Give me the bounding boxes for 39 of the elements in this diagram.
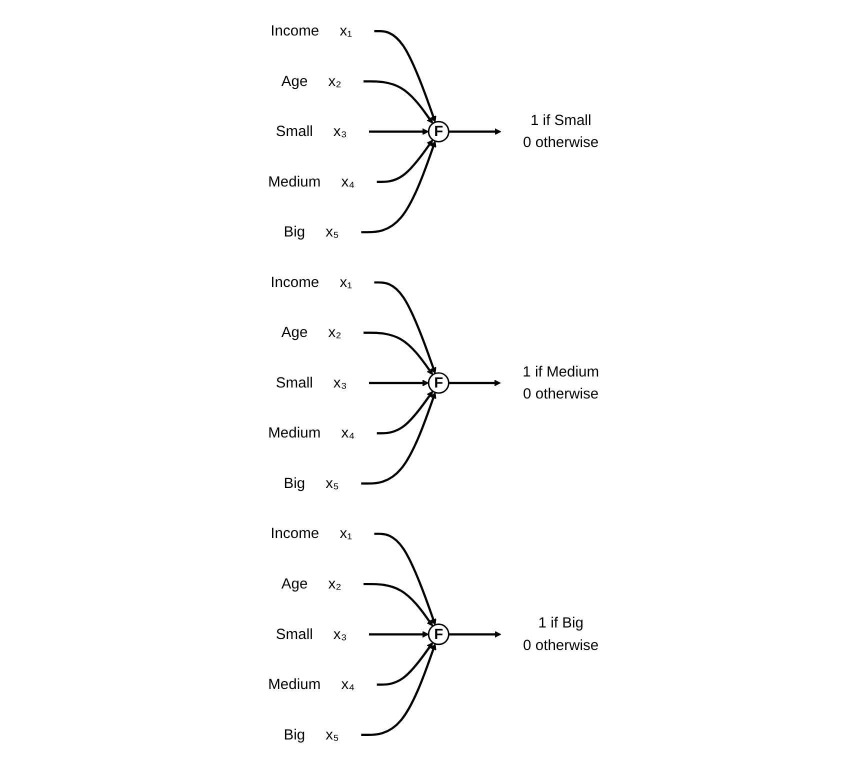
node-circle: F [428, 120, 450, 142]
arrow [376, 390, 434, 434]
arrow [368, 128, 429, 134]
node-circle: F [428, 372, 450, 394]
node-text: Big x₅ [284, 224, 339, 240]
node-text: Medium x₄ [268, 424, 355, 441]
node-text: Income x₁ [270, 22, 352, 39]
node-text: Small x₃ [276, 374, 347, 391]
arrow [374, 29, 436, 122]
arrow [368, 379, 429, 386]
node-circle: F [428, 623, 450, 645]
arrow [376, 642, 434, 686]
arrow [363, 582, 434, 626]
node-text: Age x₂ [281, 324, 342, 340]
node-text: Medium x₄ [268, 173, 355, 190]
node-text: Age x₂ [281, 575, 342, 592]
arrow [448, 630, 502, 638]
arrow [368, 630, 429, 638]
arrow [374, 280, 436, 374]
node-text: Income x₁ [270, 525, 352, 542]
arrow [374, 532, 436, 625]
node-text: Small x₃ [276, 626, 347, 642]
arrow [363, 331, 434, 375]
arrow [361, 140, 436, 233]
node-text: Big x₅ [284, 474, 339, 492]
arrow [361, 643, 436, 736]
arrow [363, 80, 434, 124]
arrow [361, 392, 436, 484]
arrow [448, 128, 502, 134]
arrow [376, 139, 434, 183]
node-text: Small x₃ [276, 123, 347, 140]
arrow [448, 379, 501, 386]
node-text: 1 if Big 0 otherwise [522, 614, 599, 654]
node-text: 1 if Small 0 otherwise [522, 112, 599, 150]
node-text: Medium x₄ [268, 676, 355, 692]
node-text: Income x₁ [270, 274, 352, 290]
node-text: 1 if Medium 0 otherwise [522, 363, 599, 402]
node-text: Age x₂ [281, 72, 342, 89]
node-text: Big x₅ [284, 726, 339, 743]
